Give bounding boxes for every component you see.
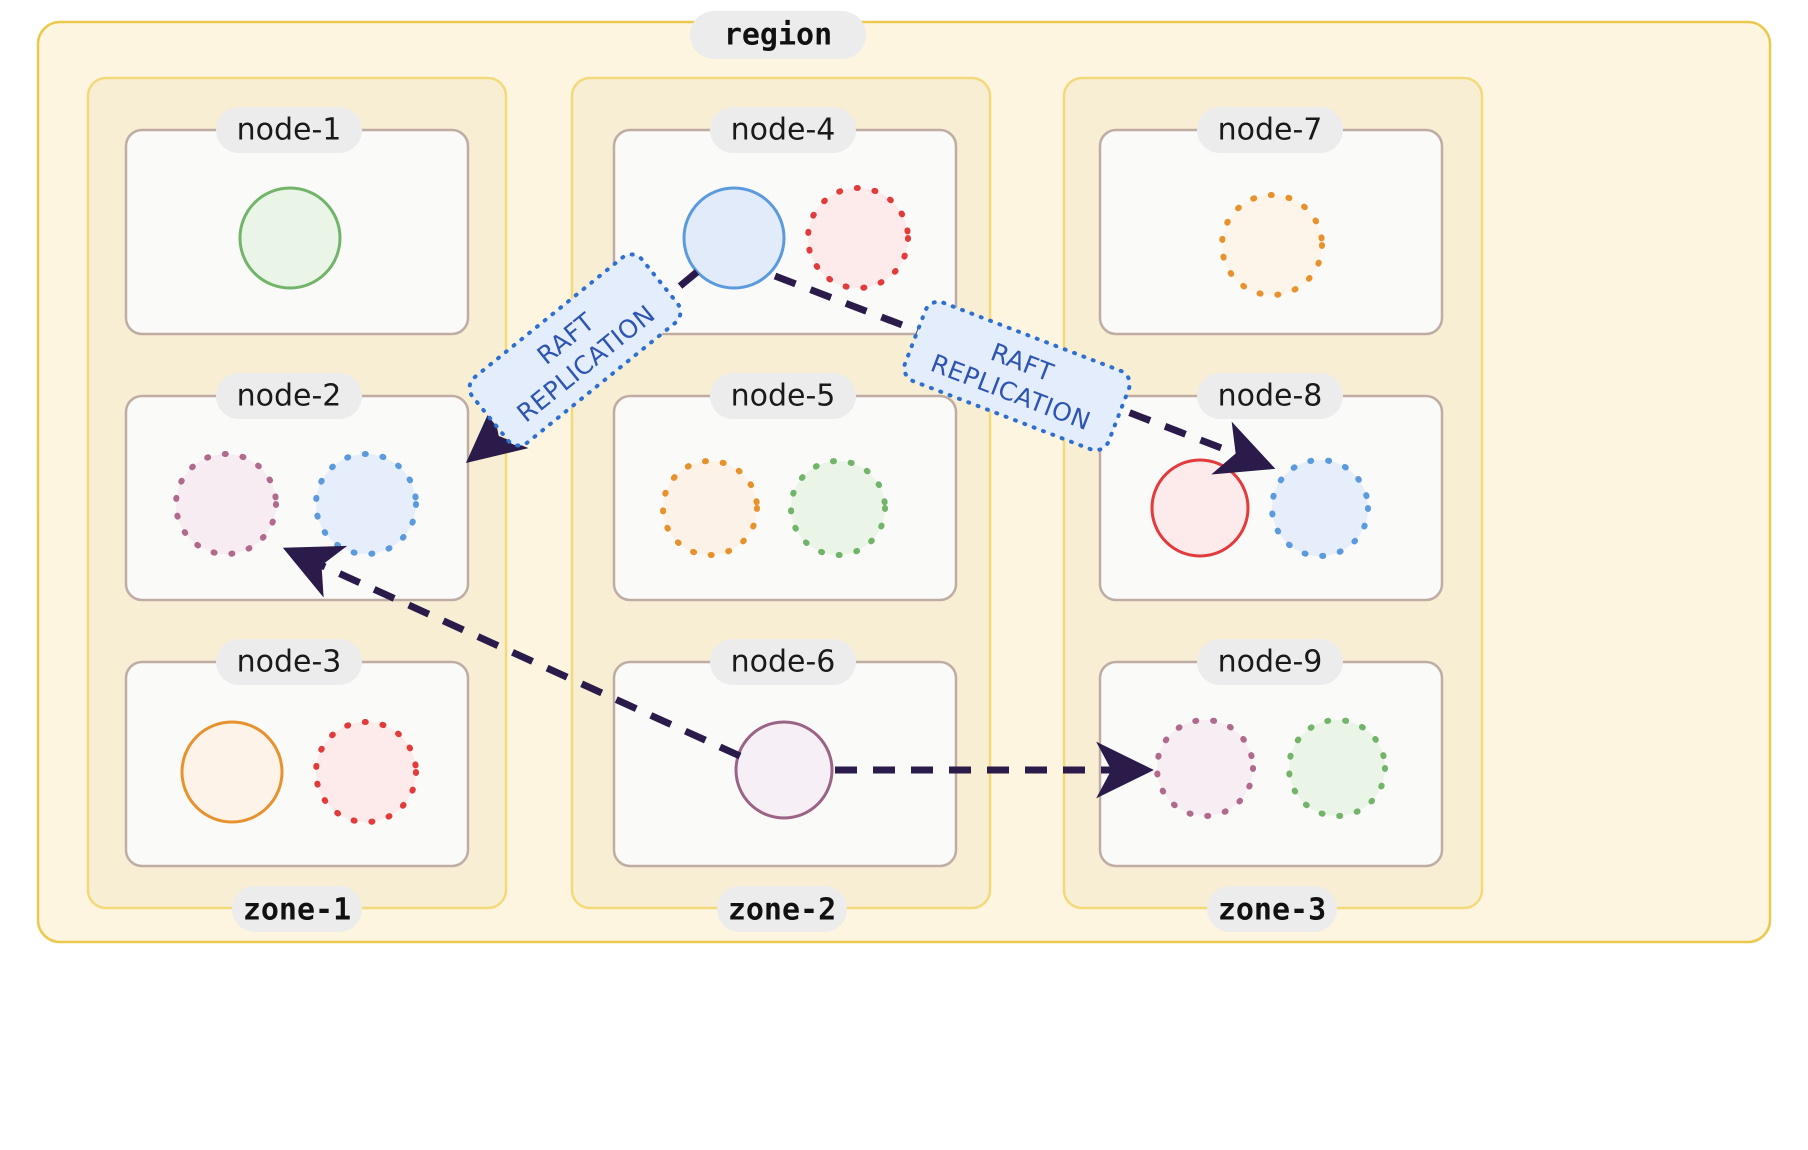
zone-label-zone-1[interactable]: zone-1 [232, 886, 362, 932]
zone-label-zone-3[interactable]: zone-3 [1207, 886, 1337, 932]
shard-circle-node-3-a[interactable] [180, 720, 284, 824]
node-label-pill-node-8 [1197, 373, 1343, 419]
zone-label-zone-2[interactable]: zone-2 [717, 886, 847, 932]
node-label-text-node-5: node-5 [731, 379, 836, 414]
node-label-text-node-9: node-9 [1218, 645, 1323, 680]
node-label-node-9[interactable]: node-9 [1197, 639, 1343, 685]
node-label-text-node-8: node-8 [1218, 379, 1323, 414]
node-label-pill-node-9 [1197, 639, 1343, 685]
shard-circle-node-7-a[interactable] [1219, 192, 1325, 298]
node-label-pill-node-5 [710, 373, 856, 419]
node-label-text-node-7: node-7 [1218, 113, 1323, 148]
node-label-pill-node-7 [1197, 107, 1343, 153]
zone-label-text-zone-1: zone-1 [243, 893, 351, 928]
shard-circle-node-8-b[interactable] [1269, 457, 1371, 559]
shard-circle-node-3-b[interactable] [313, 719, 419, 825]
shard-circle-node-4-a[interactable] [682, 186, 786, 290]
shard-circle-node-6-a[interactable] [734, 720, 834, 820]
node-label-node-2[interactable]: node-2 [216, 373, 362, 419]
node-label-text-node-4: node-4 [731, 113, 836, 148]
node-label-node-4[interactable]: node-4 [710, 107, 856, 153]
zone-label-text-zone-3: zone-3 [1218, 893, 1326, 928]
node-label-node-5[interactable]: node-5 [710, 373, 856, 419]
shard-circle-node-9-b[interactable] [1286, 717, 1388, 819]
zone-label-pill-zone-3 [1207, 886, 1337, 932]
node-label-pill-node-6 [710, 639, 856, 685]
region-label[interactable]: region [690, 11, 866, 59]
edge-node6-to-node2[interactable] [282, 545, 742, 760]
node-labels-group: node-1 node-2 node-3 node-4 node-5 node-… [216, 107, 1343, 685]
node-label-text-node-1: node-1 [237, 113, 342, 148]
shard-circle-node-1-a[interactable] [238, 186, 342, 290]
node-label-node-8[interactable]: node-8 [1197, 373, 1343, 419]
node-label-pill-node-1 [216, 107, 362, 153]
shard-circle-node-2-b[interactable] [313, 451, 419, 557]
shard-circle-node-5-b[interactable] [788, 458, 888, 558]
zone-label-pill-zone-2 [717, 886, 847, 932]
node-box-node-9[interactable] [1098, 660, 1444, 868]
shard-circle-node-5-a[interactable] [660, 458, 760, 558]
zone-labels-group: zone-1 zone-2 zone-3 [232, 886, 1337, 932]
shard-circle-node-2-a[interactable] [173, 451, 279, 557]
node-label-node-3[interactable]: node-3 [216, 639, 362, 685]
shard-circle-node-4-b[interactable] [805, 185, 911, 291]
node-label-text-node-2: node-2 [237, 379, 342, 414]
region-label-text: region [724, 18, 832, 53]
shard-circle-node-9-a[interactable] [1154, 717, 1256, 819]
zone-label-pill-zone-1 [232, 886, 362, 932]
edge-label-box-right [902, 299, 1132, 453]
node-label-node-7[interactable]: node-7 [1197, 107, 1343, 153]
node-label-pill-node-2 [216, 373, 362, 419]
node-label-node-1[interactable]: node-1 [216, 107, 362, 153]
shard-circles-group [173, 185, 1388, 825]
node-label-pill-node-3 [216, 639, 362, 685]
node-label-text-node-3: node-3 [237, 645, 342, 680]
node-label-pill-node-4 [710, 107, 856, 153]
edge-label-box-left [467, 252, 683, 448]
shard-circle-node-8-a[interactable] [1150, 458, 1250, 558]
zone-label-text-zone-2: zone-2 [728, 893, 836, 928]
node-label-text-node-6: node-6 [731, 645, 836, 680]
region-label-pill [690, 11, 866, 59]
edge-node4-to-node8[interactable] [773, 272, 1276, 475]
node-label-node-6[interactable]: node-6 [710, 639, 856, 685]
